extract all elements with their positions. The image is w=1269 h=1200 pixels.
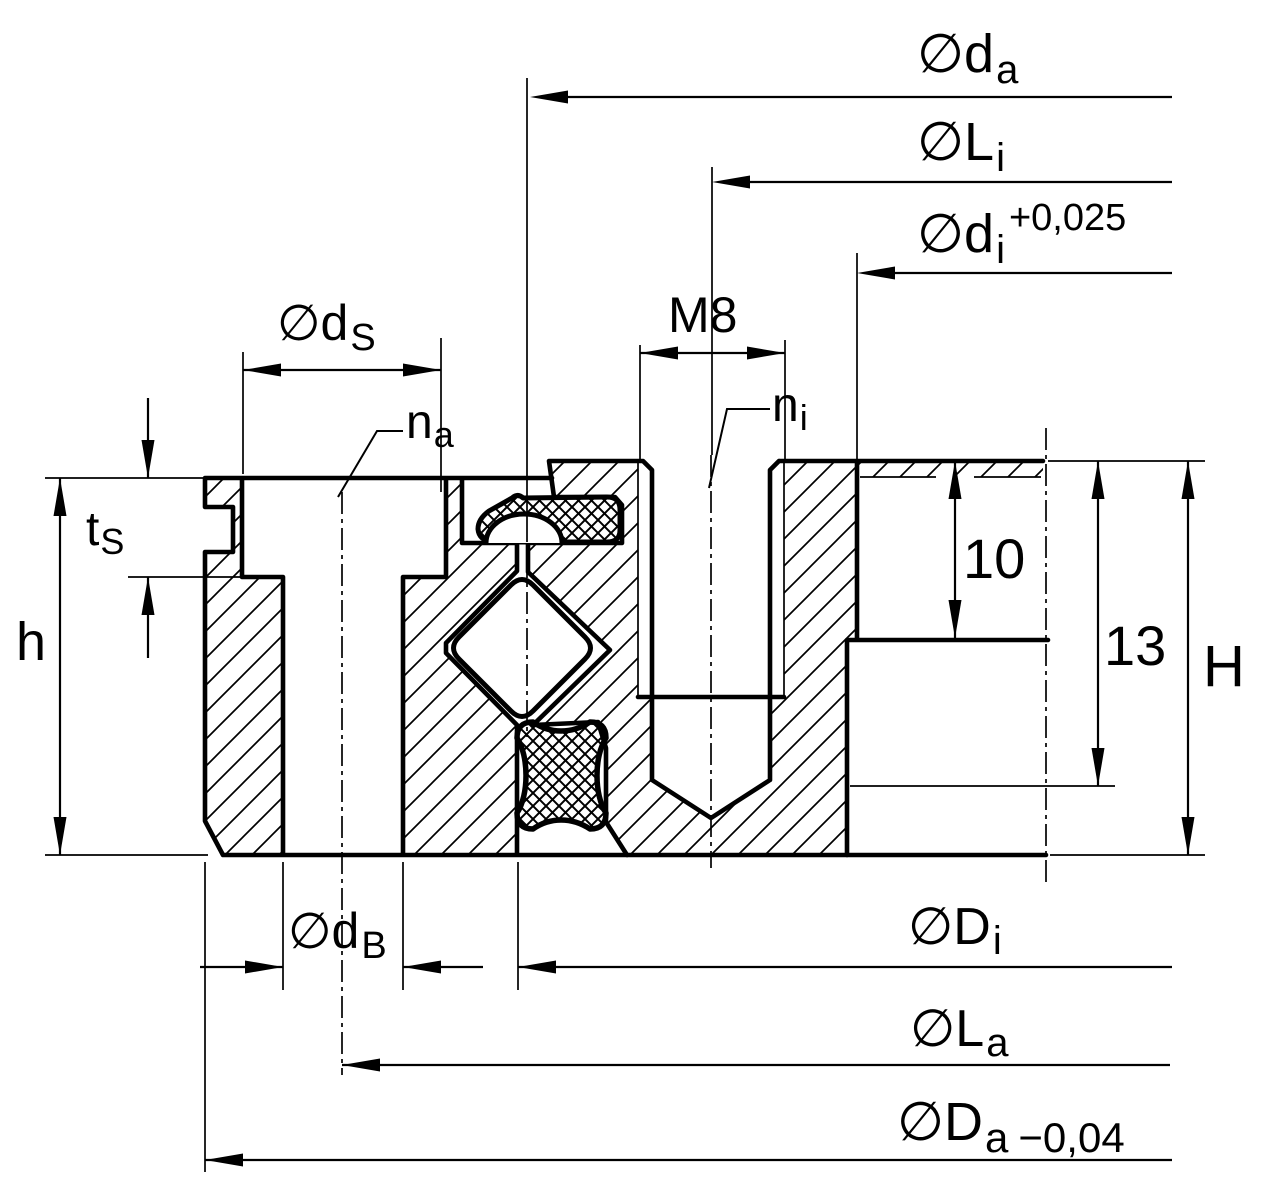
dim-label-13: 13 [1104,614,1166,677]
dim-label-H: H [1203,634,1245,699]
leader-ni [708,408,770,489]
inner-ring-section [525,458,1051,858]
dim-label-Di: ∅Di [908,898,1002,963]
leader-lines [337,408,770,498]
leader-na [337,430,403,498]
dim-label-di: ∅di+0,025 [917,197,1126,272]
dim-label-M8: M8 [668,287,737,343]
dim-label-h: h [16,612,46,672]
seal-bottom [514,719,609,832]
dim-label-da: ∅da [917,24,1019,92]
dimension-labels: ∅da ∅Li ∅di+0,025 ∅dS M8 na ni tS h 10 1… [16,24,1245,1161]
roller [451,577,593,719]
dim-label-ni: ni [772,379,808,438]
centerlines [341,78,1047,1075]
dim-label-tS: tS [86,503,124,562]
dim-label-dS: ∅dS [277,295,376,359]
dim-label-na: na [406,396,455,455]
dim-label-Li: ∅Li [917,112,1005,180]
dim-label-10: 10 [963,527,1025,590]
dim-label-dB: ∅dB [288,903,387,967]
dim-label-La: ∅La [910,1000,1009,1065]
extension-lines [45,253,1205,1172]
seal-top [475,493,623,545]
dim-label-Da: ∅Da−0,04 [897,1092,1125,1161]
dimension-lines [53,90,1195,1167]
